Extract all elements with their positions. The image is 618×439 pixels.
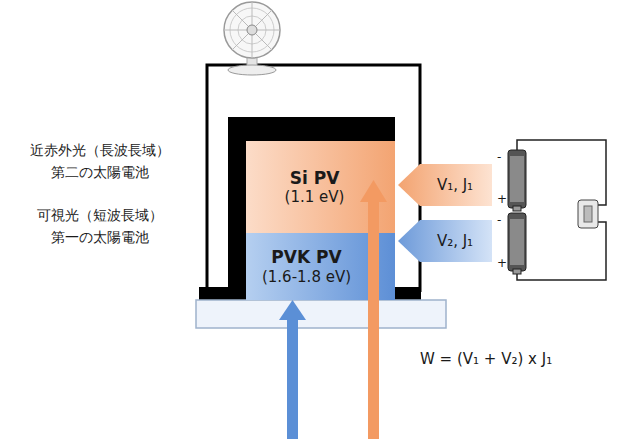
side-label: 近赤外光（長波長域） bbox=[30, 142, 170, 159]
output-arrow: V₂, J₁ bbox=[398, 220, 492, 262]
solar-cell-layer: PVK PV(1.6-1.8 eV) bbox=[246, 233, 395, 300]
polarity-mark: - bbox=[497, 150, 501, 164]
node-title: PVK PV bbox=[271, 247, 341, 267]
battery-illustration bbox=[508, 140, 606, 280]
formula: W = (V₁ + V₂) x J₁ bbox=[420, 350, 552, 368]
node-title: V₂, J₁ bbox=[437, 232, 473, 250]
frame bbox=[228, 117, 246, 302]
fan-illustration bbox=[224, 2, 280, 75]
solar-cell-layer: Si PV(1.1 eV) bbox=[246, 141, 395, 233]
node-subtitle: (1.6-1.8 eV) bbox=[262, 268, 351, 286]
output-arrow: V₁, J₁ bbox=[398, 164, 492, 206]
glass-substrate bbox=[196, 300, 446, 328]
side-label: 第一の太陽電池 bbox=[51, 229, 149, 246]
polarity-mark: - bbox=[497, 213, 501, 227]
visible-light-arrow bbox=[279, 300, 306, 439]
polarity-mark: + bbox=[497, 256, 507, 270]
node-subtitle: (1.1 eV) bbox=[285, 188, 345, 206]
side-label: 第二の太陽電池 bbox=[51, 164, 149, 181]
frame bbox=[228, 117, 395, 141]
side-label: 可視光（短波長域） bbox=[37, 207, 163, 224]
polarity-mark: + bbox=[497, 192, 507, 206]
node-title: Si PV bbox=[290, 168, 340, 188]
node-title: V₁, J₁ bbox=[437, 176, 473, 194]
